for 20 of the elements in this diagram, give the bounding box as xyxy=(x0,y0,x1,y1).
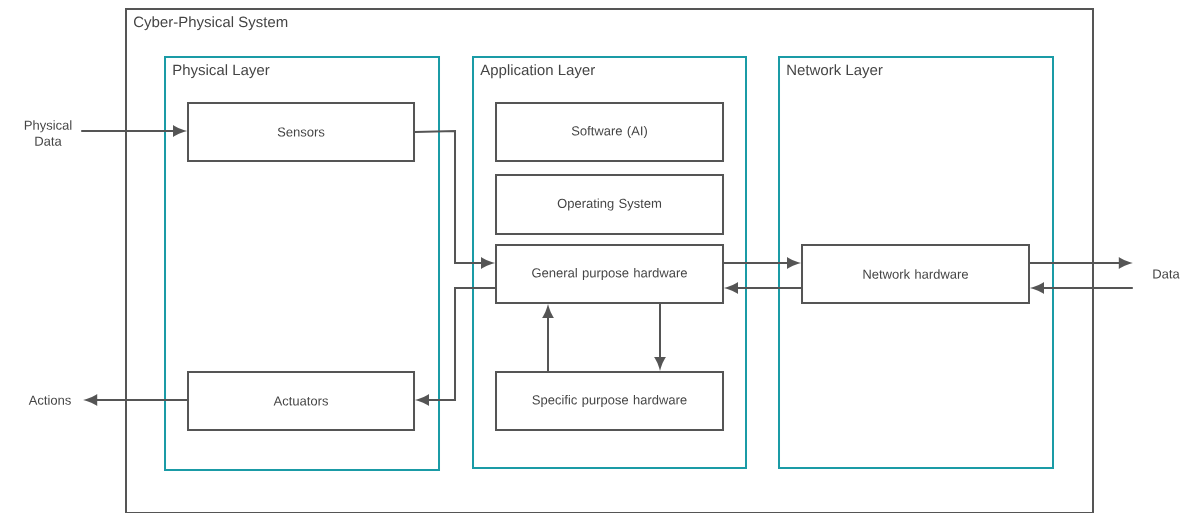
component-box: Sensors xyxy=(187,102,415,162)
component-box: Specific purpose hardware xyxy=(495,371,724,431)
arrow xyxy=(414,129,493,269)
arrow xyxy=(1032,282,1134,294)
arrow xyxy=(417,287,496,406)
arrow xyxy=(542,306,554,372)
component-box: Actuators xyxy=(187,371,415,431)
arrow xyxy=(1029,257,1131,269)
component-box: Software (AI) xyxy=(495,102,724,162)
io-label: Actions xyxy=(28,395,71,405)
io-label: Data xyxy=(1153,269,1180,279)
arrow xyxy=(723,257,799,269)
arrow xyxy=(654,303,666,369)
arrow xyxy=(726,282,802,294)
component-box: Network hardware xyxy=(801,244,1030,304)
io-label: Physical Data xyxy=(24,120,72,146)
arrow xyxy=(80,125,185,137)
component-box: Operating System xyxy=(495,174,724,235)
component-box: General purpose hardware xyxy=(495,244,724,304)
arrow xyxy=(85,394,188,406)
